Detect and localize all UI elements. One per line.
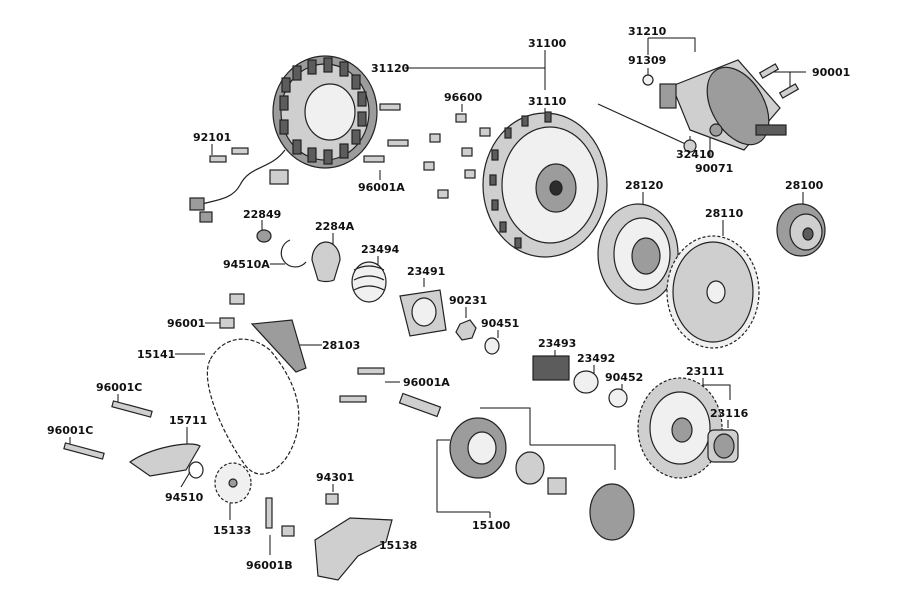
label-96001A-top: 96001A <box>358 181 405 194</box>
label-96001A-mid: 96001A <box>403 376 450 389</box>
label-15711: 15711 <box>169 414 207 427</box>
label-28100: 28100 <box>785 179 824 192</box>
label-94510A: 94510A <box>223 258 270 271</box>
starter-motor-31210 <box>642 59 787 151</box>
bolts-96001C <box>63 400 153 460</box>
circlip-94510 <box>188 461 204 479</box>
bolts-96001A-top <box>363 103 409 163</box>
label-23116: 23116 <box>710 407 749 420</box>
chain-guide-28103 <box>250 319 307 373</box>
label-91309: 91309 <box>628 54 666 67</box>
label-94510: 94510 <box>165 491 204 504</box>
stator-31120 <box>189 55 378 223</box>
bolts-96600 <box>423 113 491 199</box>
spring-23494 <box>351 261 387 303</box>
label-23494: 23494 <box>361 243 400 256</box>
label-90071: 90071 <box>695 162 733 175</box>
part-labels: 31210 91309 90001 31100 31120 96600 3111… <box>47 25 850 572</box>
label-28110: 28110 <box>705 207 744 220</box>
pins-94301 <box>281 493 339 537</box>
label-96001B: 96001B <box>246 559 293 572</box>
leader-94510 <box>180 471 191 488</box>
label-15133: 15133 <box>213 524 251 537</box>
timing-chain-15141 <box>206 338 300 475</box>
label-15100: 15100 <box>472 519 511 532</box>
clutch-28120 <box>597 203 679 305</box>
bolts-96001A-mid <box>339 367 385 403</box>
label-94301: 94301 <box>316 471 354 484</box>
bolts-92101 <box>209 147 249 163</box>
one-way-clutch-23491 <box>399 289 447 337</box>
circlip-94510A <box>280 239 307 268</box>
label-96001C-a: 96001C <box>96 381 142 394</box>
label-31120: 31120 <box>371 62 410 75</box>
label-15141: 15141 <box>137 348 175 361</box>
label-23493: 23493 <box>538 337 576 350</box>
nut-90231 <box>455 319 477 341</box>
bolt-96001B <box>265 497 273 529</box>
label-90452: 90452 <box>605 371 643 384</box>
label-23111: 23111 <box>686 365 724 378</box>
flywheel-31110 <box>482 111 608 258</box>
label-31110: 31110 <box>528 95 567 108</box>
bearing-23116 <box>707 429 739 463</box>
label-31210: 31210 <box>628 25 667 38</box>
bolts-90001 <box>758 63 800 99</box>
gear-28100 <box>776 203 826 257</box>
label-90451: 90451 <box>481 317 519 330</box>
oil-pump-15100 <box>398 392 635 541</box>
label-31100: 31100 <box>528 37 567 50</box>
cover-15711 <box>128 443 201 477</box>
shaft-32410 <box>597 103 723 153</box>
leader-15100 <box>436 407 616 518</box>
washer-90452 <box>608 388 628 408</box>
label-23491: 23491 <box>407 265 445 278</box>
label-96001: 96001 <box>167 317 205 330</box>
washer-2284A <box>311 241 341 283</box>
label-2284A: 2284A <box>315 220 355 233</box>
gear-28110 <box>666 235 760 349</box>
label-15138: 15138 <box>379 539 417 552</box>
label-90001: 90001 <box>812 66 850 79</box>
label-96001C-b: 96001C <box>47 424 93 437</box>
bracket-15138 <box>314 517 393 581</box>
bolts-96001 <box>219 293 245 329</box>
label-28120: 28120 <box>625 179 664 192</box>
spring-23492 <box>573 370 599 394</box>
label-90231: 90231 <box>449 294 487 307</box>
label-22849: 22849 <box>243 208 281 221</box>
washer-90451 <box>484 337 500 355</box>
key-22849 <box>256 229 272 243</box>
label-96600: 96600 <box>444 91 483 104</box>
leader-31210 <box>647 37 696 55</box>
gear-23111 <box>637 377 723 479</box>
label-28103: 28103 <box>322 339 360 352</box>
sprocket-15133 <box>214 462 252 504</box>
needle-bearing-23493 <box>532 355 570 381</box>
label-23492: 23492 <box>577 352 615 365</box>
label-32410: 32410 <box>676 148 715 161</box>
label-92101: 92101 <box>193 131 231 144</box>
leader-31100 <box>405 50 546 90</box>
